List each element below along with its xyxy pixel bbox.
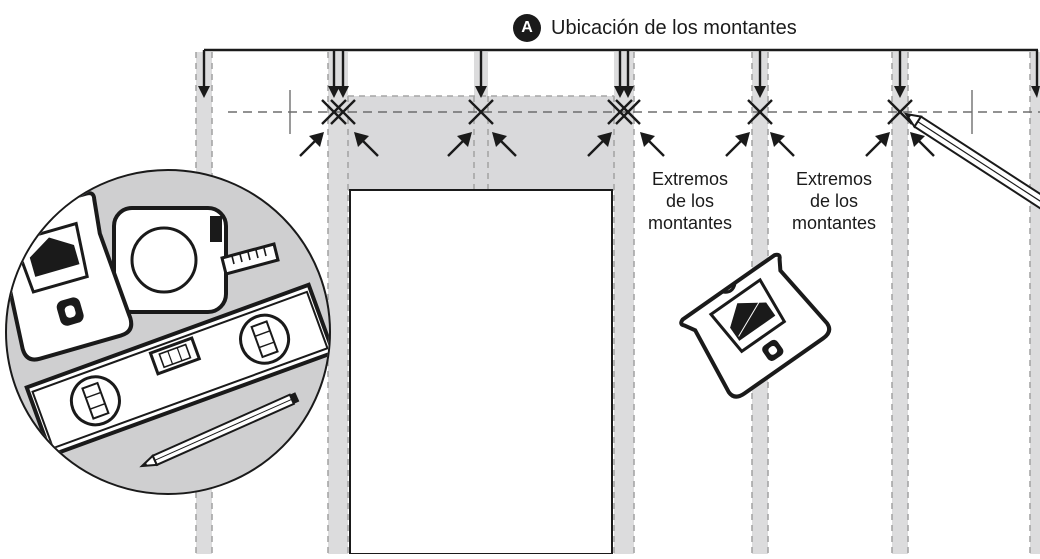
door-opening [349,189,613,555]
label-line: de los [665,191,715,211]
stud-edges-label: Extremos de los montantes [632,168,748,234]
location-bracket [202,48,1039,88]
x-marks [321,99,913,125]
x-mark-icon [330,99,356,125]
diagram-title: Ubicación de los montantes [551,16,797,39]
arrow-icon [875,132,890,147]
x-mark-icon [887,99,913,125]
tape-measure-icon [112,206,280,314]
arrow-icon [614,86,626,98]
x-mark-icon [615,99,641,125]
door-header [348,96,614,190]
arrow-icon [475,86,487,98]
stud-edges-label: Extremos de los montantes [776,168,892,234]
x-mark-icon [321,99,347,125]
pencil-icon [903,112,1040,216]
stud-band [892,52,908,554]
section-badge: A [513,14,541,42]
label-line: de los [809,191,859,211]
arrow-icon [754,86,766,98]
label-line: montantes [791,213,877,233]
arrow-icon [597,132,612,147]
arrow-icon [492,132,507,147]
stud-band [1030,52,1040,554]
arrow-icon [735,132,750,147]
arrow-icon [640,132,655,147]
label-line: Extremos [651,169,729,189]
arrow-icon [309,132,324,147]
down-arrowheads [198,86,1040,98]
stud-finder-icon [679,252,832,399]
label-line: Extremos [795,169,873,189]
stud-band [328,52,348,554]
arrow-icon [910,132,925,147]
arrow-icon [337,86,349,98]
level-icon [24,282,329,458]
stud-band [614,52,634,554]
arrow-icon [770,132,785,147]
tools-inset [5,169,331,495]
x-mark-icon [607,99,633,125]
x-mark-icon [747,99,773,125]
x-mark-icon [468,99,494,125]
arrow-icon [198,86,210,98]
diagram-title-group: A Ubicación de los montantes [513,13,797,43]
arrow-icon [894,86,906,98]
arrow-icon [457,132,472,147]
arrow-icon [1031,86,1040,98]
pencil-icon [139,392,300,468]
label-line: montantes [647,213,733,233]
edge-arrowheads [309,132,925,147]
arrow-icon [354,132,369,147]
arrow-icon [622,86,634,98]
arrow-icon [328,86,340,98]
